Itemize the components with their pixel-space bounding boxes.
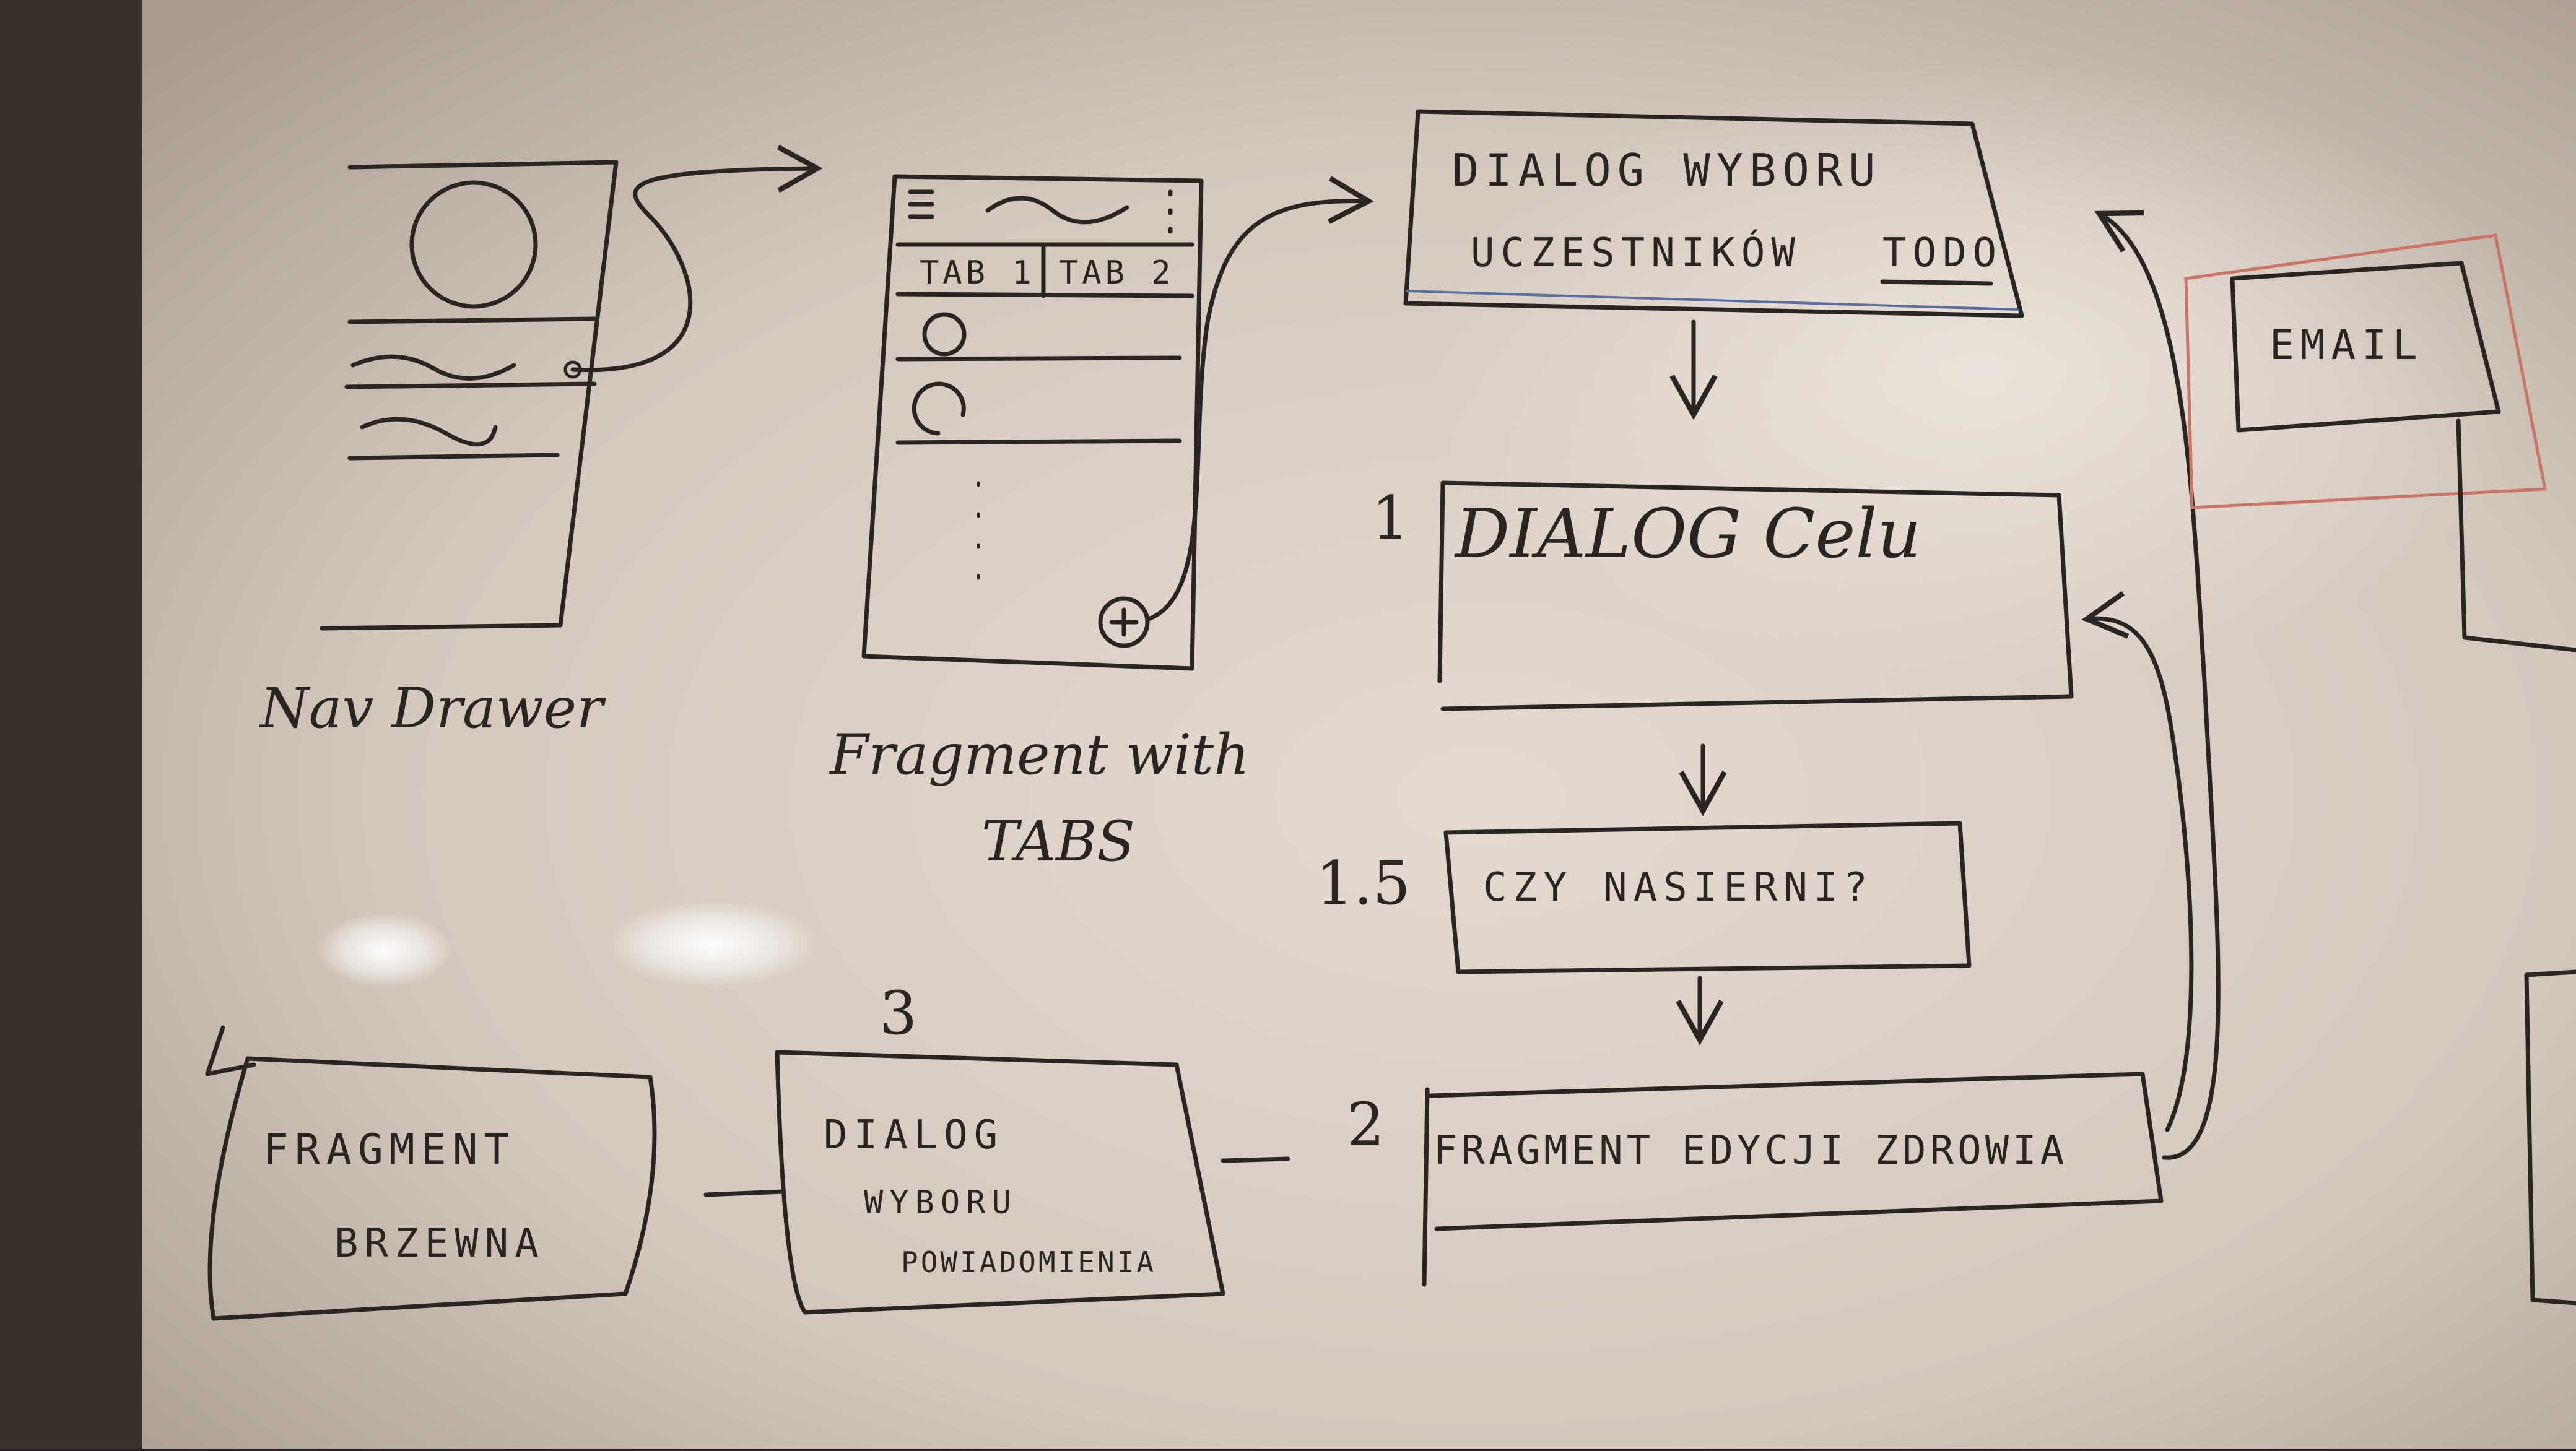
- tabs-fragment-label-line1: Fragment with: [829, 722, 1250, 787]
- dialog-participants-line1: DIALOG WYBORU: [1452, 144, 1882, 196]
- tabs-fragment-label-line2: TABS: [981, 809, 1135, 874]
- nav-drawer-sketch: Nav Drawer: [259, 144, 823, 741]
- fragment-browse-line1: FRAGMENT: [263, 1125, 516, 1174]
- email-text: EMAIL: [2269, 321, 2424, 369]
- nav-drawer-label: Nav Drawer: [259, 676, 606, 741]
- tabs-fragment-sketch: TAB 1 TAB 2 Fragment with TABS: [829, 174, 1374, 874]
- question-number: 1.5: [1316, 849, 1411, 918]
- dialog-reminder-line1: DIALOG: [824, 1112, 1004, 1158]
- question-text: CZY NASIERNI?: [1483, 865, 1874, 911]
- fragment-browse-line2: BRZEWNA: [334, 1221, 545, 1267]
- dialog-participants-todo: TODO: [1882, 230, 2003, 276]
- dialog-goal-number: 1: [1372, 483, 1409, 553]
- question-box: 1.5 CZY NASIERNI?: [1316, 821, 1972, 1046]
- fragment-browse-box: FRAGMENT BRZEWNA: [205, 1025, 657, 1321]
- list-item-avatar-2: [912, 381, 966, 436]
- email-box: EMAIL: [2184, 233, 2576, 652]
- tab-2-label: TAB 2: [1059, 254, 1175, 292]
- glare-spot-1: [316, 913, 452, 987]
- dialog-participants-line2: UCZESTNIKÓW: [1471, 229, 1801, 276]
- fragment-edit-text: FRAGMENT EDYCJI ZDROWIA: [1434, 1128, 2068, 1174]
- dialog-participants-box: DIALOG WYBORU UCZESTNIKÓW TODO: [1403, 109, 2024, 420]
- dialog-goal-text: DIALOG Celu: [1454, 494, 1921, 573]
- dialog-reminder-number: 3: [879, 979, 917, 1048]
- list-item-avatar-1: [922, 312, 967, 357]
- dialog-reminder-box: 3 DIALOG WYBORU POWIADOMIENIA: [703, 979, 1225, 1315]
- fragment-edit-number: 2: [1347, 1090, 1385, 1159]
- partial-box-edge: [2524, 969, 2576, 1306]
- light-sheen: [1424, 62, 2539, 681]
- plus-icon: [1098, 596, 1150, 648]
- tab-1-label: TAB 1: [920, 254, 1035, 292]
- dialog-goal-box: 1 DIALOG Celu: [1372, 480, 2074, 816]
- dialog-reminder-line3: POWIADOMIENIA: [901, 1245, 1156, 1279]
- dialog-reminder-line2: WYBORU: [864, 1184, 1017, 1221]
- fragment-edit-box: 2 FRAGMENT EDYCJI ZDROWIA: [1221, 210, 2221, 1287]
- menu-icon: [908, 189, 934, 219]
- glare-spot-2: [607, 901, 817, 987]
